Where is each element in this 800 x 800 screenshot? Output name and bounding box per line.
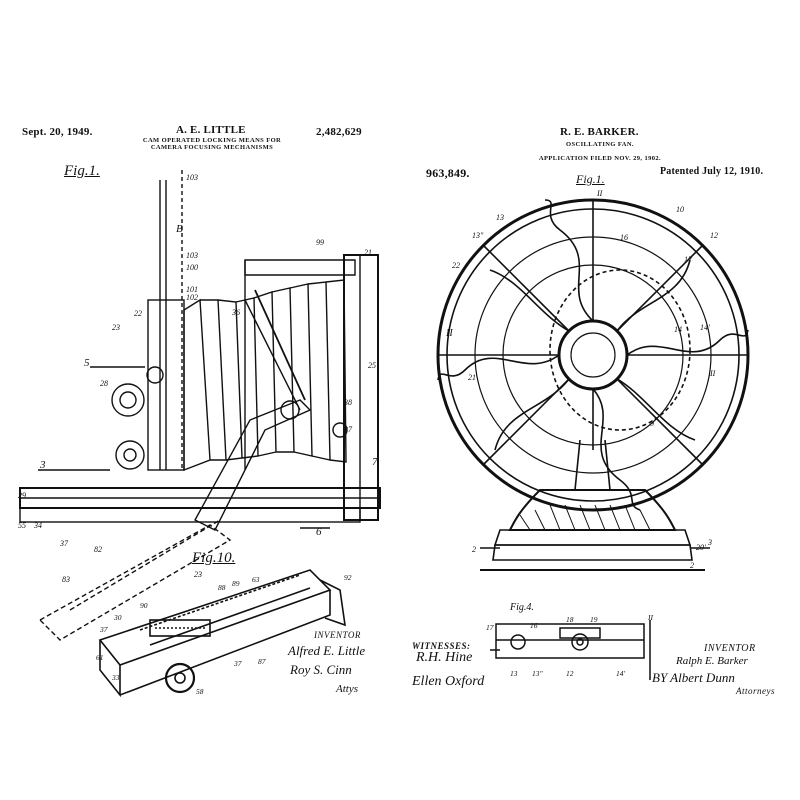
right-fig1-label: Fig.1. <box>576 172 605 186</box>
svg-text:88: 88 <box>218 583 226 592</box>
svg-text:17: 17 <box>684 255 693 264</box>
right-patent-title: OSCILLATING FAN. <box>566 141 634 148</box>
svg-text:13: 13 <box>496 213 504 222</box>
svg-text:101: 101 <box>186 285 198 294</box>
svg-text:63: 63 <box>252 575 260 584</box>
right-patent-application: APPLICATION FILED NOV. 29, 1902. <box>538 155 662 162</box>
svg-text:22: 22 <box>134 309 142 318</box>
svg-text:37: 37 <box>99 625 108 634</box>
svg-text:29: 29 <box>18 491 26 500</box>
svg-text:100: 100 <box>186 263 198 272</box>
svg-text:90: 90 <box>140 601 148 610</box>
svg-text:58: 58 <box>196 687 204 696</box>
svg-text:6: 6 <box>316 526 322 538</box>
svg-text:II: II <box>445 328 453 339</box>
svg-text:22: 22 <box>452 261 460 270</box>
svg-text:25: 25 <box>368 361 376 370</box>
svg-text:21: 21 <box>364 248 372 257</box>
left-inventor-heading: INVENTOR <box>314 630 361 640</box>
svg-text:20': 20' <box>696 543 706 552</box>
svg-text:14': 14' <box>616 669 626 678</box>
right-witness2-signature: Ellen Oxford <box>412 674 485 689</box>
svg-text:16: 16 <box>620 233 628 242</box>
svg-text:14': 14' <box>700 323 710 332</box>
svg-text:13": 13" <box>532 669 544 678</box>
svg-text:10: 10 <box>676 205 684 214</box>
left-patent-date: Sept. 20, 1949. <box>22 126 93 138</box>
svg-text:103: 103 <box>186 251 198 260</box>
svg-text:55: 55 <box>18 521 26 530</box>
svg-text:II: II <box>647 613 653 622</box>
right-attorney-signature: BY Albert Dunn <box>652 670 735 685</box>
svg-text:21: 21 <box>468 373 476 382</box>
svg-text:103: 103 <box>186 173 198 182</box>
left-attys: Attys <box>336 683 358 695</box>
svg-text:28: 28 <box>100 379 108 388</box>
svg-text:92: 92 <box>344 573 352 582</box>
svg-text:II: II <box>596 189 603 198</box>
right-fig4-label: Fig.4. <box>510 602 534 613</box>
svg-text:13": 13" <box>472 231 484 240</box>
svg-text:87: 87 <box>258 657 266 666</box>
svg-text:17: 17 <box>486 623 494 632</box>
svg-text:3: 3 <box>39 459 46 471</box>
right-patent-date: Patented July 12, 1910. <box>660 166 764 177</box>
left-patent-title-line1: CAM OPERATED LOCKING MEANS FOR <box>142 137 282 144</box>
left-patent-title-line2: CAMERA FOCUSING MECHANISMS <box>150 144 274 151</box>
left-patent-number: 2,482,629 <box>316 126 362 138</box>
svg-text:B: B <box>176 223 183 235</box>
left-agent-signature: Roy S. Cinn <box>290 662 352 677</box>
svg-text:36: 36 <box>231 308 240 317</box>
svg-text:33: 33 <box>111 673 120 682</box>
svg-text:23: 23 <box>112 323 120 332</box>
right-inventor-heading: INVENTOR <box>704 643 756 654</box>
left-fig1-label: Fig.1. <box>64 163 100 179</box>
svg-text:7: 7 <box>372 456 378 468</box>
left-fig10-label: Fig.10. <box>192 550 236 566</box>
svg-text:14: 14 <box>674 325 682 334</box>
svg-text:37: 37 <box>233 659 242 668</box>
svg-text:19: 19 <box>590 615 598 624</box>
svg-text:37: 37 <box>343 425 353 434</box>
right-attorneys-label: Attorneys <box>736 686 775 696</box>
svg-text:89: 89 <box>232 579 240 588</box>
svg-text:18: 18 <box>566 615 574 624</box>
svg-text:102: 102 <box>186 293 198 302</box>
svg-text:16: 16 <box>530 621 538 630</box>
svg-text:5: 5 <box>84 357 90 369</box>
svg-text:34: 34 <box>33 521 42 530</box>
svg-text:9: 9 <box>650 419 654 428</box>
svg-text:99: 99 <box>316 238 324 247</box>
svg-text:12: 12 <box>710 231 718 240</box>
svg-text:82: 82 <box>94 545 102 554</box>
right-witnesses-label: WITNESSES: <box>412 641 471 651</box>
svg-text:37: 37 <box>59 539 69 548</box>
svg-text:12: 12 <box>566 669 574 678</box>
svg-text:30: 30 <box>113 613 122 622</box>
left-patent-inventor: A. E. LITTLE <box>176 124 246 136</box>
svg-text:2: 2 <box>472 545 476 554</box>
right-patent-number: 963,849. <box>426 166 470 180</box>
svg-text:2: 2 <box>690 561 694 570</box>
svg-text:61: 61 <box>96 653 104 662</box>
svg-text:23: 23 <box>194 570 202 579</box>
svg-text:3: 3 <box>707 538 712 547</box>
svg-text:38: 38 <box>343 398 352 407</box>
right-patent-inventor: R. E. BARKER. <box>560 126 639 138</box>
svg-text:13: 13 <box>510 669 518 678</box>
right-witness1-signature: R.H. Hine <box>416 650 473 665</box>
svg-text:83: 83 <box>62 575 70 584</box>
right-inventor-signature: Ralph E. Barker <box>676 655 748 667</box>
left-inventor-signature: Alfred E. Little <box>288 643 366 658</box>
svg-text:II: II <box>709 369 716 378</box>
